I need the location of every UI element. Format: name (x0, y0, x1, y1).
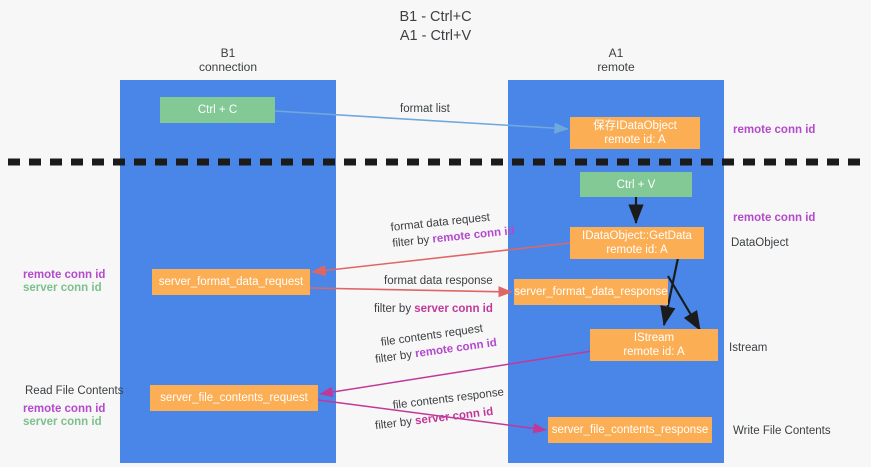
node-istream-line1: IStream (633, 332, 675, 344)
filter-key-server-conn-id-2: server conn id (414, 405, 494, 428)
node-server-file-contents-response[interactable]: server_file_contents_response (548, 417, 712, 443)
filter-by-text-3: filter by (374, 348, 416, 366)
edge-label-format-data-response: format data response (384, 275, 493, 287)
filter-by-text-4: filter by (374, 415, 416, 433)
node-save-idataobject[interactable]: 保存IDataObject remote id: A (570, 117, 700, 149)
filter-by-text-1: filter by (391, 233, 434, 250)
node-ctrl-v[interactable]: Ctrl + V (580, 172, 692, 197)
node-idataobject-getdata[interactable]: IDataObject::GetData remote id: A (570, 227, 704, 259)
annotation-left-server-conn-id-mid: server conn id (23, 282, 102, 294)
edge-label-format-data-response-group: format data response filter by server co… (374, 274, 503, 315)
node-istream[interactable]: IStream remote id: A (590, 329, 718, 361)
node-ctrl-c[interactable]: Ctrl + C (160, 97, 275, 123)
edge-label-format-data-request-group: format data request filter by remote con… (390, 208, 515, 250)
edge-label-format-list: format list (400, 103, 450, 115)
node-save-idataobject-line1: 保存IDataObject (593, 120, 677, 132)
node-idataobject-getdata-line1: IDataObject::GetData (582, 230, 692, 242)
edge-label-file-contents-request-group: file contents request filter by remote c… (374, 319, 505, 366)
node-server-file-contents-request-label: server_file_contents_request (160, 392, 308, 404)
annotation-left-read-file-contents: Read File Contents (25, 385, 124, 397)
node-server-format-data-response[interactable]: server_format_data_response (514, 279, 668, 305)
swimlane-title-a1: A1 remote (597, 46, 635, 74)
node-server-format-data-request-label: server_format_data_request (158, 276, 304, 288)
node-server-file-contents-request[interactable]: server_file_contents_request (150, 385, 318, 411)
annotation-right-dataobject: DataObject (731, 237, 789, 249)
edge-label-format-data-response-filter: filter by server conn id (374, 302, 493, 316)
annotation-left-remote-conn-id-bottom: remote conn id (23, 403, 106, 415)
annotation-right-remote-conn-id-top: remote conn id (733, 124, 816, 136)
filter-key-server-conn-id-1: server conn id (414, 303, 493, 315)
annotation-left-server-conn-id-bottom: server conn id (23, 416, 102, 428)
swimlane-title-b1: B1 connection (198, 46, 258, 74)
node-ctrl-c-label: Ctrl + C (197, 104, 238, 116)
node-idataobject-getdata-line2: remote id: A (606, 244, 668, 256)
node-istream-line2: remote id: A (623, 346, 685, 358)
filter-by-text-2: filter by (374, 303, 415, 315)
node-server-file-contents-response-label: server_file_contents_response (551, 424, 709, 436)
node-save-idataobject-line2: remote id: A (604, 134, 666, 146)
node-server-format-data-response-label: server_format_data_response (514, 286, 668, 298)
annotation-left-remote-conn-id-mid: remote conn id (23, 269, 106, 281)
edge-label-file-contents-response-group: file contents response filter by server … (374, 385, 513, 432)
diagram-title: B1 - Ctrl+C A1 - Ctrl+V (399, 9, 472, 44)
node-server-format-data-request[interactable]: server_format_data_request (152, 269, 310, 295)
annotation-right-remote-conn-id-mid: remote conn id (733, 212, 816, 224)
annotation-right-write-file-contents: Write File Contents (733, 425, 831, 437)
node-ctrl-v-label: Ctrl + V (616, 178, 656, 191)
edge-label-file-contents-response: file contents response (392, 386, 505, 412)
annotation-right-istream: Istream (729, 342, 768, 354)
